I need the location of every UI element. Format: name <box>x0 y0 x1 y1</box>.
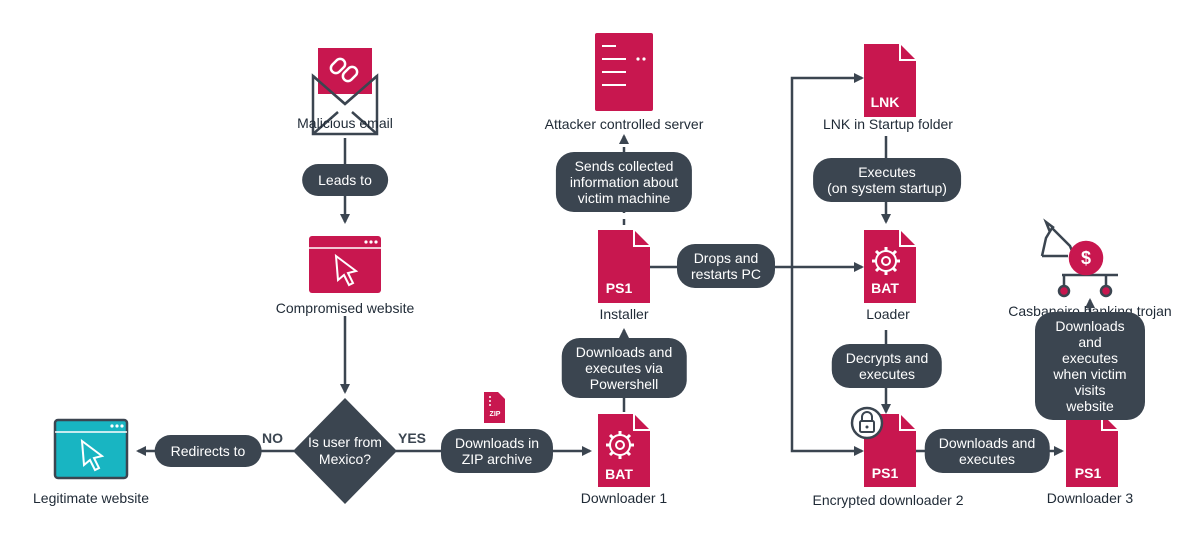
browser-cursor-icon <box>309 236 381 293</box>
label-lnk-startup: LNK in Startup folder <box>823 116 953 132</box>
label-installer: Installer <box>599 306 649 322</box>
label-legitimate-website: Legitimate website <box>33 490 149 506</box>
zip-tag: ZIP <box>489 411 501 418</box>
label-malicious-email: Malicious email <box>297 115 393 131</box>
label-compromised-website: Compromised website <box>275 300 415 316</box>
label-encrypted-downloader2: Encrypted downloader 2 <box>812 492 964 508</box>
server-icon <box>595 33 653 111</box>
gear-icon <box>606 431 634 459</box>
decision-question: Is user from Mexico? <box>308 434 382 467</box>
edge-label-decrypts-executes: Decrypts and executes <box>831 344 943 388</box>
edge-label-drops-restarts: Drops and restarts PC <box>676 244 776 288</box>
bat-file-icon-loader <box>864 230 916 303</box>
zip-file-icon <box>484 392 505 423</box>
label-attacker-server: Attacker controlled server <box>544 116 704 132</box>
svg-text:$: $ <box>1081 248 1091 268</box>
edge-label-redirects-to: Redirects to <box>154 435 262 467</box>
decision-yes: YES <box>398 430 427 446</box>
ps1-tag-installer: PS1 <box>605 280 633 296</box>
decision-no: NO <box>262 430 283 446</box>
ps1-tag-downloader2: PS1 <box>871 465 899 481</box>
gear-icon <box>872 247 900 275</box>
edge-label-downloads-executes: Downloads and executes <box>924 429 1050 473</box>
edge-label-leads-to: Leads to <box>302 164 388 196</box>
edge-label-downloads-zip: Downloads in ZIP archive <box>440 429 554 473</box>
envelope-link-icon <box>311 48 379 136</box>
browser-cursor-icon-legit <box>53 418 129 480</box>
lnk-tag: LNK <box>870 94 900 110</box>
trojan-horse-icon: $ <box>1040 218 1118 298</box>
bat-tag-loader: BAT <box>871 280 899 296</box>
bat-tag-downloader1: BAT <box>605 466 633 482</box>
lock-icon <box>850 406 884 440</box>
label-downloader1: Downloader 1 <box>580 490 668 506</box>
bat-file-icon-downloader1 <box>598 414 650 487</box>
edge-branch-to-lnk <box>790 73 864 267</box>
label-loader: Loader <box>866 306 910 322</box>
edge-label-downloads-visits: Downloads and executes when victim visit… <box>1035 312 1145 420</box>
decision-diamond <box>293 398 397 504</box>
edge-branch-to-downloader2 <box>790 267 864 456</box>
edge-label-sends-info: Sends collected information about victim… <box>555 152 693 212</box>
lnk-file-icon <box>864 44 916 117</box>
edge-label-executes-startup: Executes (on system startup) <box>813 158 961 202</box>
ps1-tag-downloader3: PS1 <box>1074 465 1102 481</box>
label-downloader3: Downloader 3 <box>1046 490 1134 506</box>
ps1-file-icon-installer <box>598 230 650 303</box>
edge-label-downloads-powershell: Downloads and executes via Powershell <box>561 338 687 398</box>
